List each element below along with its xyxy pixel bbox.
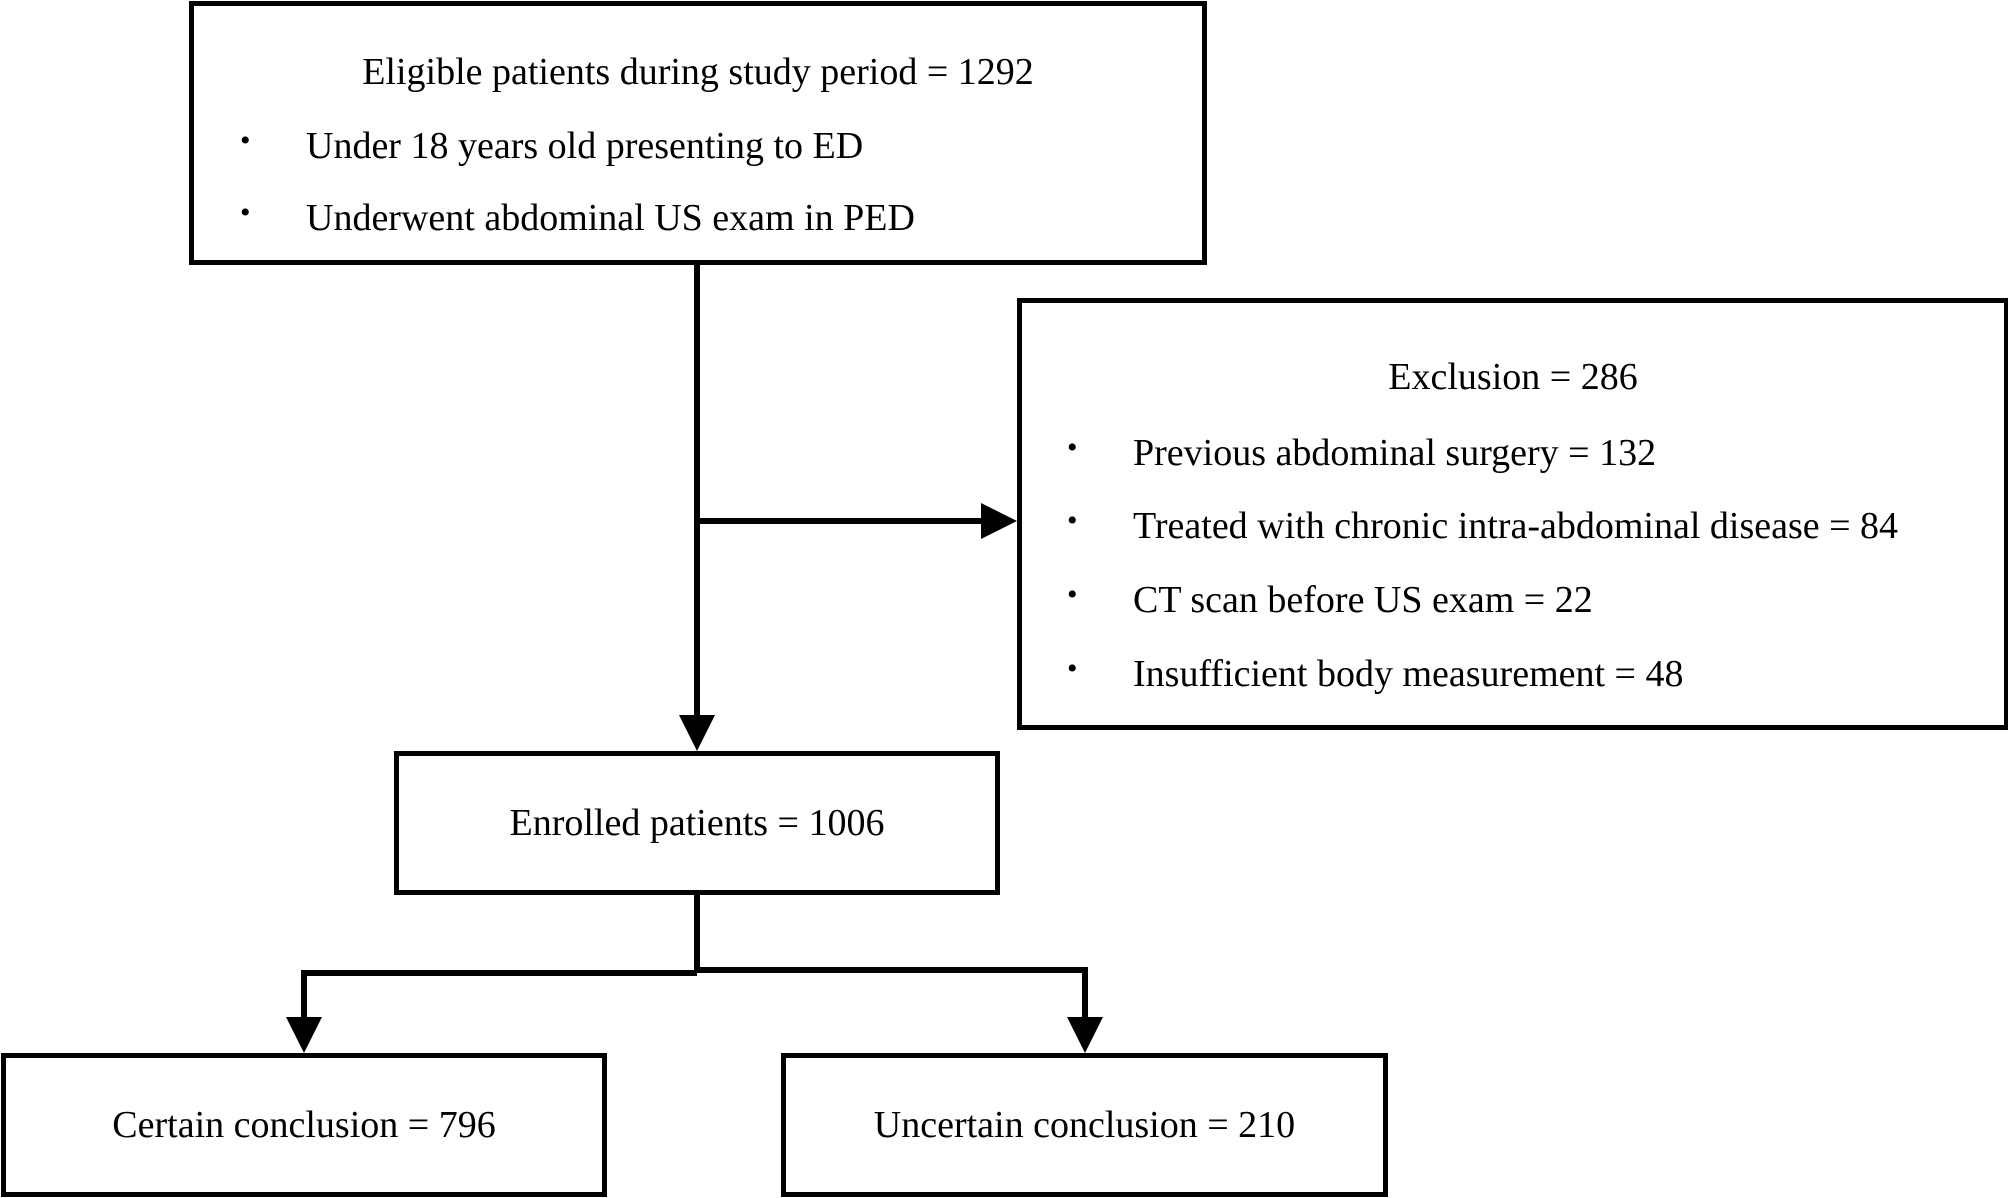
connector-to-certain xyxy=(286,970,697,1053)
certain-conclusion-box: Certain conclusion = 796 xyxy=(1,1053,607,1197)
eligible-criterion-text: Under 18 years old presenting to ED xyxy=(306,125,864,167)
bullet-mark: • xyxy=(1067,431,1078,464)
uncertain-conclusion-label: Uncertain conclusion = 210 xyxy=(873,1104,1296,1146)
exclusion-title: Exclusion = 286 xyxy=(1388,356,1638,398)
exclusion-reason-text: CT scan before US exam = 22 xyxy=(1133,579,1593,621)
certain-conclusion-label: Certain conclusion = 796 xyxy=(112,1104,496,1146)
exclusion-box: Exclusion = 286 • Previous abdominal sur… xyxy=(1017,298,2008,730)
eligible-title: Eligible patients during study period = … xyxy=(362,51,1034,93)
enrolled-patients-box: Enrolled patients = 1006 xyxy=(394,751,1000,895)
eligible-criterion-text: Underwent abdominal US exam in PED xyxy=(306,197,915,239)
bullet-mark: • xyxy=(240,196,251,229)
exclusion-reason-text: Previous abdominal surgery = 132 xyxy=(1133,432,1657,474)
exclusion-reason-text: Insufficient body measurement = 48 xyxy=(1133,653,1684,695)
connector-to-uncertain xyxy=(697,967,1103,1053)
bullet-mark: • xyxy=(1067,578,1078,611)
enrolled-label: Enrolled patients = 1006 xyxy=(509,802,885,844)
uncertain-conclusion-box: Uncertain conclusion = 210 xyxy=(781,1053,1388,1197)
bullet-mark: • xyxy=(1067,504,1078,537)
eligible-patients-box: Eligible patients during study period = … xyxy=(189,1,1207,265)
exclusion-reason-text: Treated with chronic intra-abdominal dis… xyxy=(1133,505,1899,547)
bullet-mark: • xyxy=(240,124,251,157)
bullet-mark: • xyxy=(1067,652,1078,685)
